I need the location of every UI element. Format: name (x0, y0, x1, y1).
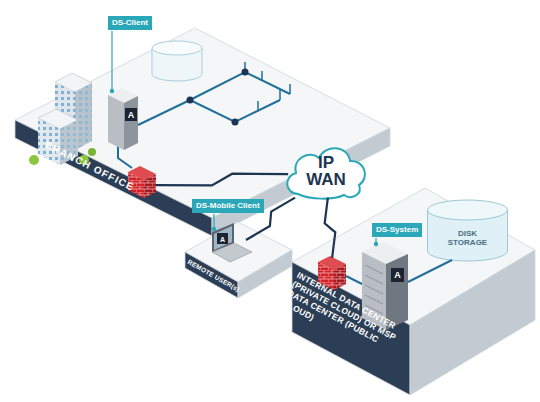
logo-letter: A (128, 110, 135, 119)
platform-label: REMOTE USER(s) (186, 258, 241, 294)
logo-letter: A (394, 271, 401, 280)
node-label: DISK STORAGE (442, 229, 494, 247)
leader-line (213, 214, 214, 229)
platform-face (15, 120, 212, 236)
laptop (217, 233, 228, 244)
platform-face (15, 28, 390, 218)
database-cylinder (152, 41, 202, 55)
network-nodes (187, 97, 194, 104)
node-label: IP WAN (301, 154, 351, 188)
callout-box: DS-System (372, 223, 422, 237)
platform-label: BRANCH OFFICE (43, 139, 136, 194)
platform-face (238, 250, 292, 298)
database-cylinder (152, 41, 202, 81)
leader-line (374, 242, 377, 245)
server-rack (391, 268, 404, 282)
server-tower (125, 108, 137, 121)
server-tower (124, 96, 138, 150)
network-nodes (242, 69, 249, 76)
logo-letter: A (220, 235, 225, 242)
cloud-outline (287, 148, 365, 198)
remote-user-platform: REMOTE USER(s)DS-Mobile Client (185, 222, 292, 298)
callout-box: DS-Mobile Client (192, 199, 264, 213)
server-tower (108, 95, 124, 150)
disk-storage-cylinder: DISK STORAGE (425, 198, 510, 263)
callout-label: DS-System (376, 225, 418, 235)
leader-line (212, 227, 215, 230)
office-building (29, 155, 39, 165)
leader-line (110, 89, 113, 92)
platform-label: INTERNAL DATA CENTER (PRIVATE CLOUD) OR … (281, 270, 408, 363)
network-nodes (232, 119, 239, 126)
platform-face (410, 250, 535, 395)
platform-face (212, 128, 390, 236)
callout-box: DS-Client (108, 16, 152, 30)
cylinder-top (428, 200, 508, 220)
callout-label: DS-Mobile Client (196, 201, 260, 211)
office-building (88, 148, 96, 156)
callout-label: DS-Client (112, 18, 148, 28)
data-center-platform: INTERNAL DATA CENTER (PRIVATE CLOUD) OR … (292, 188, 535, 395)
server-tower (108, 88, 138, 150)
wan-cloud: IP WAN (282, 140, 370, 202)
leader-line (111, 31, 112, 91)
